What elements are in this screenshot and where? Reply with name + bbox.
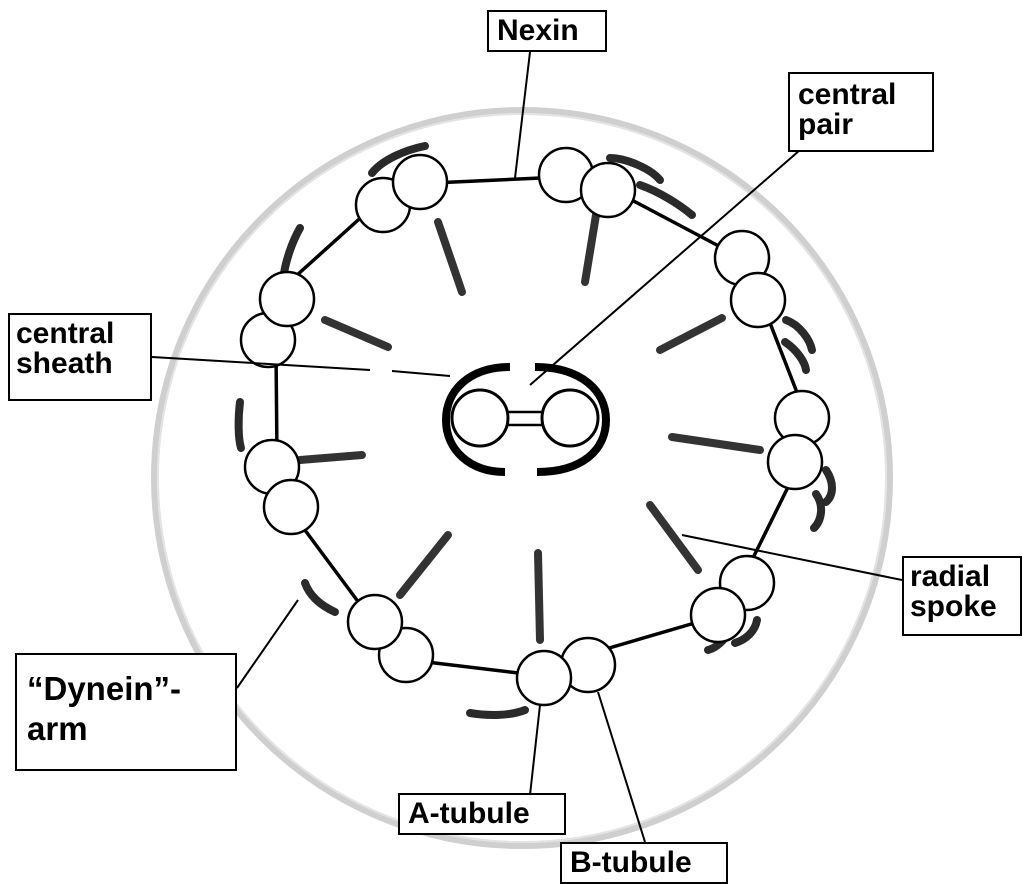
- nexin-link: [752, 477, 793, 560]
- doublet-8: [245, 440, 318, 534]
- doublet-4: [768, 391, 829, 489]
- central-pair-label-line-1: central: [798, 80, 932, 110]
- b-tubule: [581, 163, 635, 217]
- central-pair-label-line-2: pair: [798, 110, 932, 140]
- a-tubule: [691, 588, 745, 642]
- dynein-arm: [826, 470, 832, 502]
- central-pair-label: central pair: [788, 72, 934, 152]
- central-sheath-label-line-1: central: [16, 319, 150, 349]
- central-pair: [452, 390, 598, 446]
- dynein-arm: [814, 494, 821, 528]
- a-tubule-label: A-tubule: [398, 793, 566, 835]
- central-microtubule-left: [452, 390, 508, 446]
- doublet-7: [348, 595, 433, 682]
- a-tubule: [348, 595, 402, 649]
- radial-spokes: [300, 215, 760, 640]
- radial-spoke: [438, 222, 462, 292]
- dynein-arm-leader: [237, 600, 298, 688]
- radial-spoke-leader: [682, 535, 902, 580]
- central-sheath-leader-inner: [392, 371, 450, 376]
- b-tubule-leader: [598, 692, 645, 842]
- radial-spoke: [585, 215, 596, 282]
- dynein-arm: [640, 185, 692, 215]
- radial-spoke-label: radial spoke: [902, 556, 1022, 636]
- dynein-arm-label-line-1: “Dynein”-: [27, 669, 235, 709]
- dynein-arm: [470, 710, 525, 715]
- doublet-9: [241, 272, 314, 367]
- central-sheath-label-line-2: sheath: [16, 349, 150, 379]
- doublet-3: [715, 231, 785, 327]
- b-tubule: [264, 480, 318, 534]
- central-sheath-label: central sheath: [8, 313, 152, 401]
- a-tubule-leader: [530, 705, 540, 795]
- radial-spoke-label-line-2: spoke: [910, 592, 1020, 622]
- central-microtubule-right: [542, 390, 598, 446]
- dynein-arm: [239, 402, 241, 448]
- radial-spoke: [672, 437, 760, 450]
- doublet-1: [356, 155, 447, 232]
- a-tubule: [517, 651, 571, 705]
- radial-spoke: [538, 553, 540, 640]
- radial-spoke: [660, 318, 722, 350]
- dynein-arm: [305, 583, 335, 612]
- dynein-arm-label: “Dynein”- arm: [15, 653, 237, 771]
- radial-spoke: [325, 320, 388, 347]
- a-tubule: [393, 155, 447, 209]
- b-tubule-label-text: B-tubule: [570, 848, 726, 878]
- doublet-5: [691, 556, 774, 642]
- radial-spoke-label-line-1: radial: [910, 562, 1020, 592]
- peripheral-doublets: [241, 148, 829, 705]
- dynein-arm-label-line-2: arm: [27, 709, 235, 749]
- radial-spoke: [400, 535, 448, 595]
- b-tubule-label: B-tubule: [560, 842, 728, 884]
- a-tubule-label-text: A-tubule: [408, 799, 564, 829]
- radial-spoke: [300, 455, 362, 460]
- b-tubule: [731, 273, 785, 327]
- nexin-label: Nexin: [487, 10, 607, 52]
- doublet-6: [517, 638, 615, 705]
- nexin-label-text: Nexin: [497, 16, 605, 46]
- a-tubule: [768, 435, 822, 489]
- a-tubule: [260, 272, 314, 326]
